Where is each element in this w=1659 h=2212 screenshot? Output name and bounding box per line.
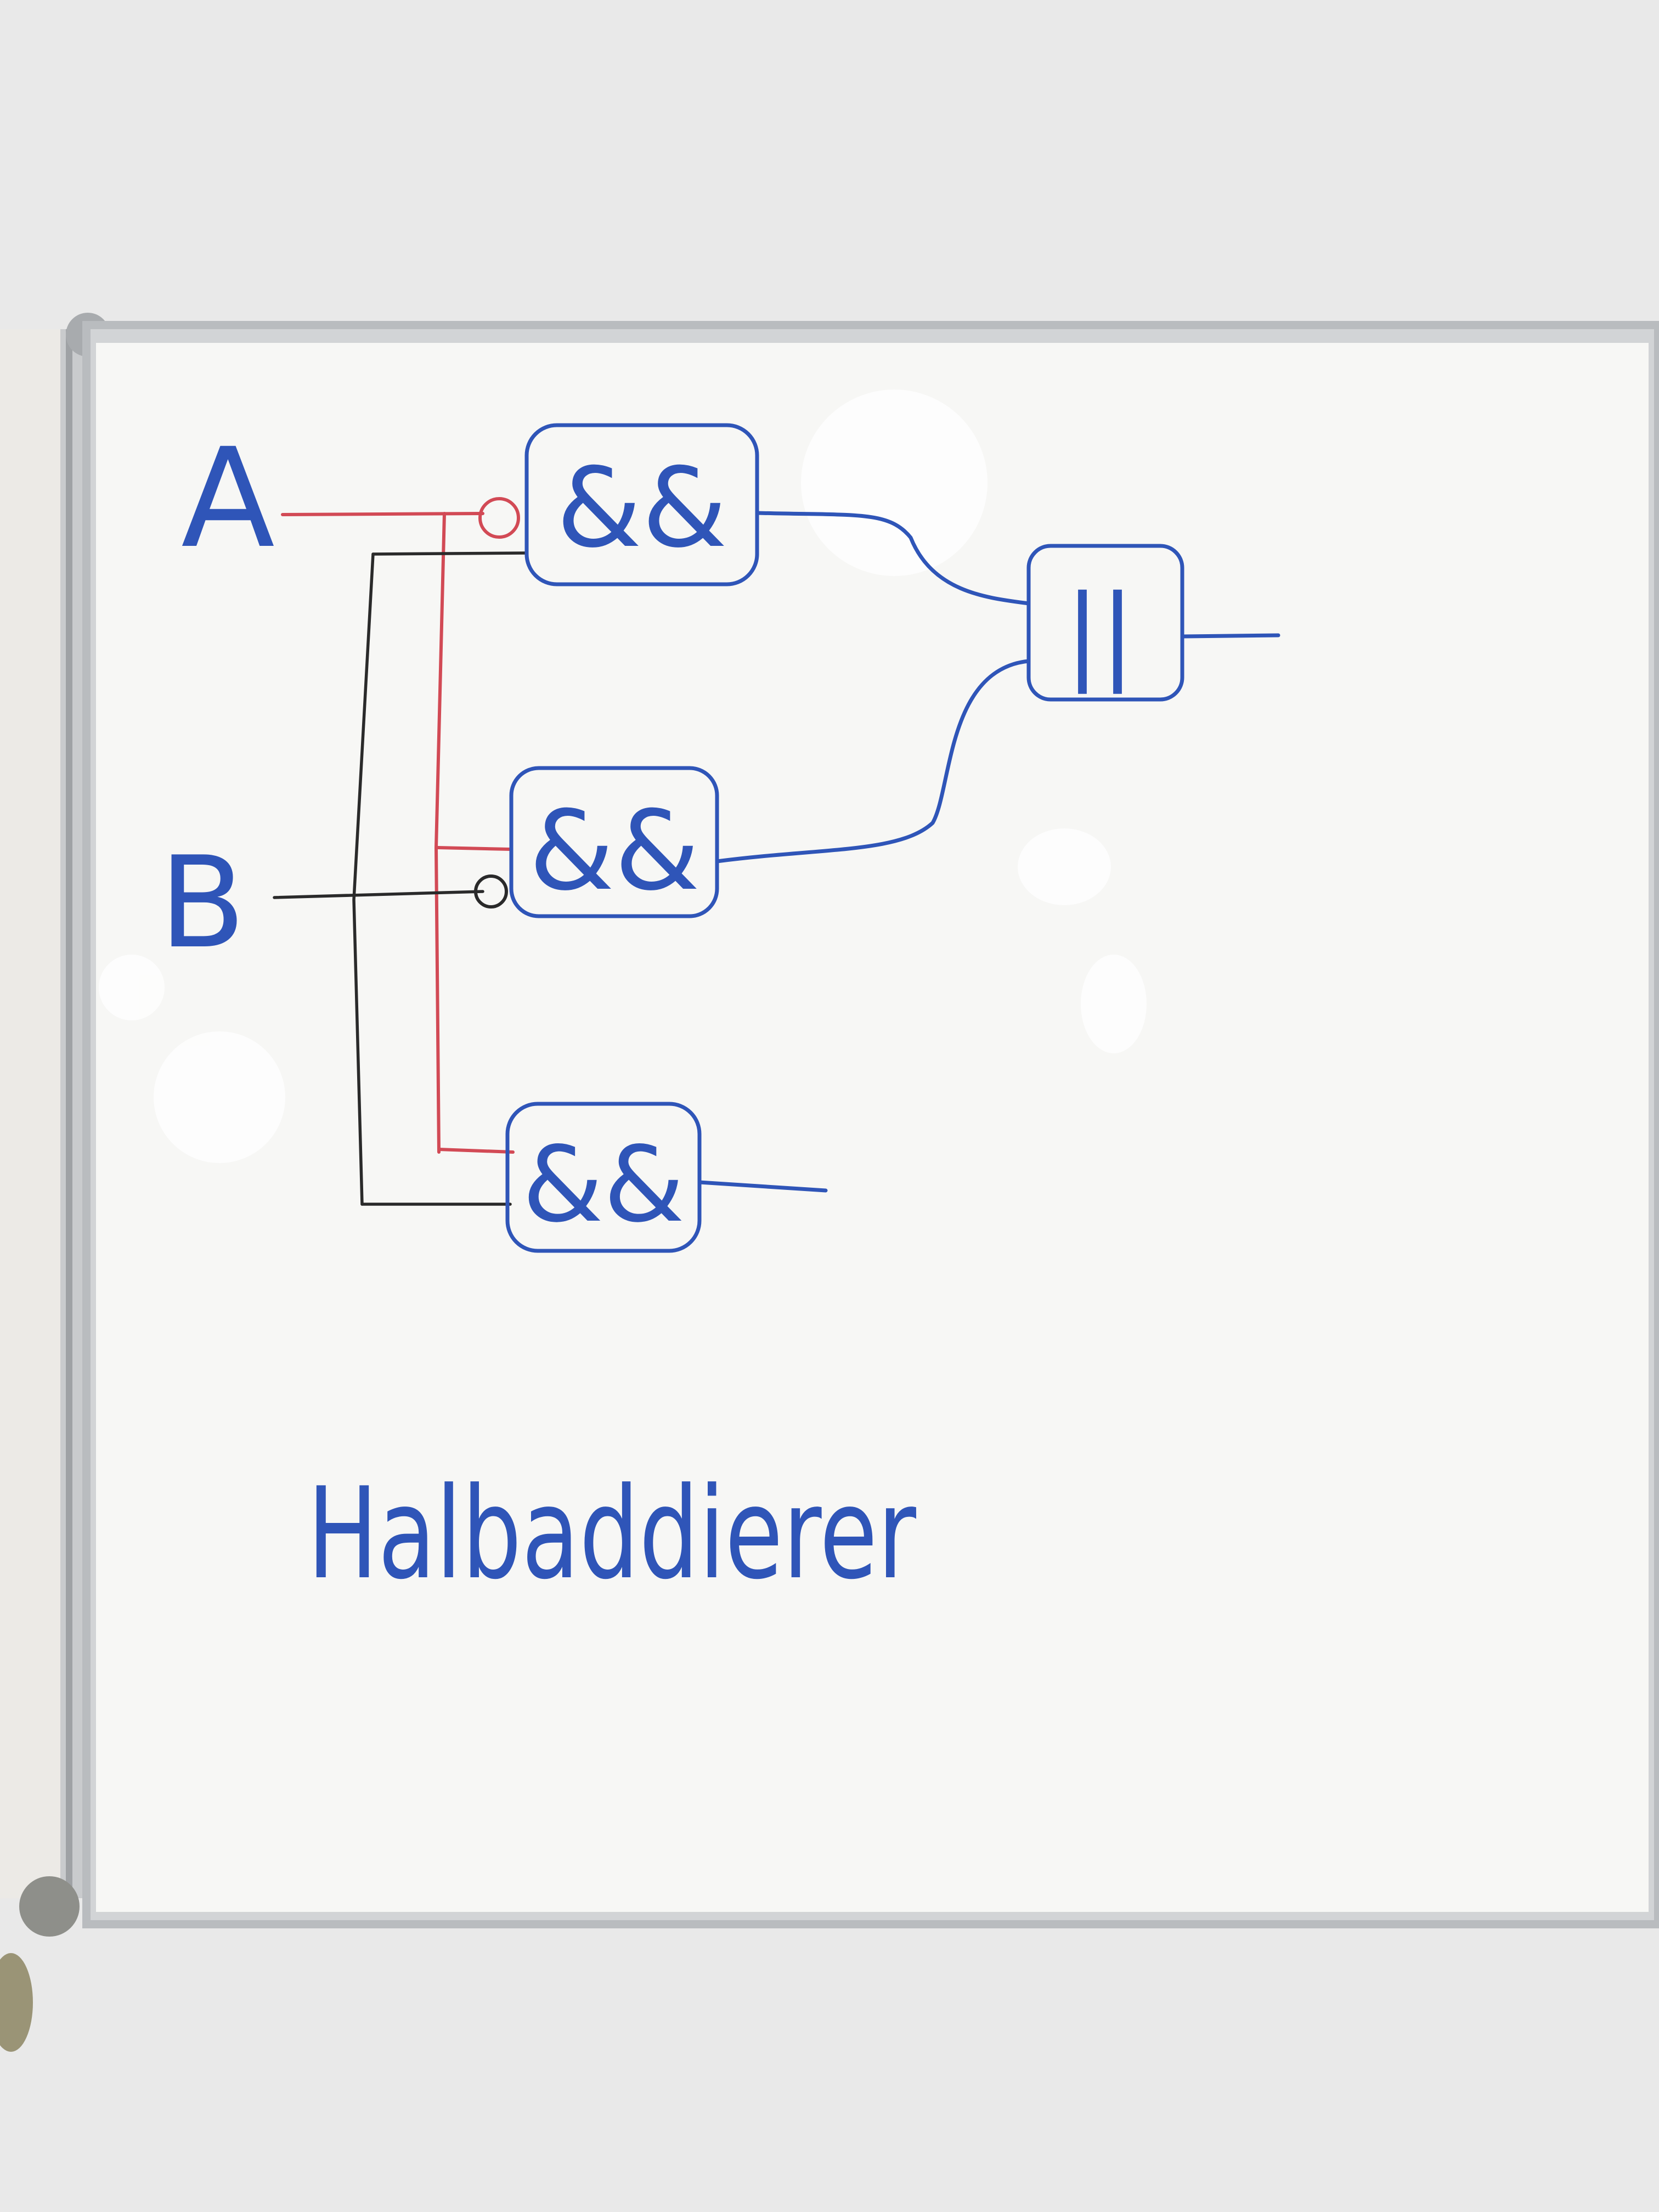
bottom-and-output-line xyxy=(697,1180,828,1193)
input-label-a: A xyxy=(181,419,275,578)
wire-b-vertical xyxy=(352,552,375,1206)
inverter-bubble-b xyxy=(474,874,508,909)
and-gate-top-box xyxy=(524,423,759,586)
left-wing-panel xyxy=(0,313,110,2052)
light-glare xyxy=(99,390,1147,1163)
and-gate-bottom-box xyxy=(505,1102,702,1253)
inverter-bubble-a xyxy=(478,497,520,539)
or-gate-box xyxy=(1026,544,1184,702)
wire-a-to-middle-gate xyxy=(436,846,512,851)
wires-a-red xyxy=(281,512,515,1154)
and-gate-bottom-label: && xyxy=(522,1124,685,1245)
wire-b-main xyxy=(273,890,484,899)
input-label-b: B xyxy=(159,830,246,977)
caption-halbaddierer: Halbaddierer xyxy=(307,1461,916,1607)
or-gate-label: || xyxy=(1065,573,1135,694)
and-gate-middle-box xyxy=(509,766,719,918)
and-gate-top-label: && xyxy=(556,444,727,572)
wire-b-to-top-gate xyxy=(371,551,528,556)
whiteboard-surface xyxy=(96,343,1649,1912)
wire-a-to-bottom-gate xyxy=(437,1148,515,1154)
wires-b-black xyxy=(273,551,528,1206)
wire-a-main xyxy=(281,512,484,516)
wire-top-and-to-or xyxy=(755,511,1031,606)
wire-middle-and-to-or xyxy=(715,659,1031,864)
or-output-line xyxy=(1180,633,1280,639)
and-gate-middle-label: && xyxy=(529,787,700,915)
